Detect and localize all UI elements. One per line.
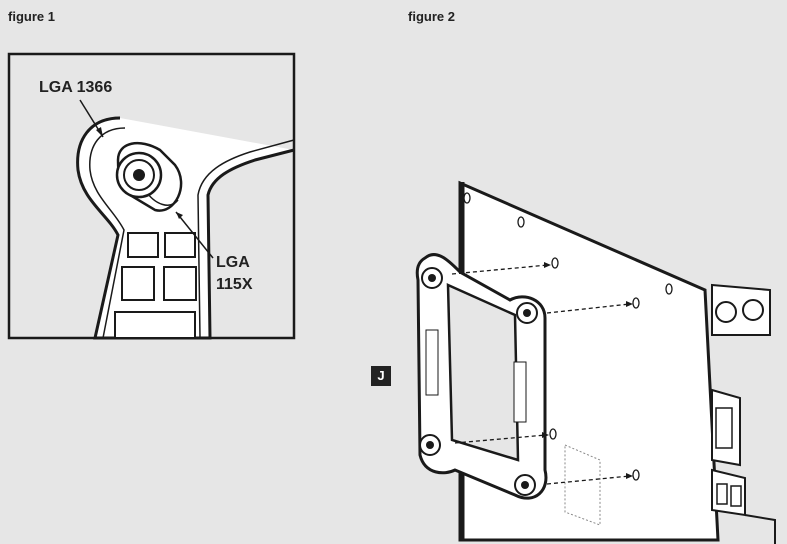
cutout: [121, 266, 155, 301]
figure-2-illustration: [415, 180, 776, 544]
cutout: [163, 266, 197, 301]
board-hole: [665, 283, 673, 295]
callout-lga-1366: LGA 1366: [39, 79, 113, 96]
chip-outline: [564, 444, 601, 526]
board-hole: [549, 428, 557, 440]
bracket-inner-line-2: [197, 139, 295, 339]
figure-2-caption: figure 2: [408, 9, 455, 24]
backplate-pad: [513, 361, 527, 423]
callout-lga-115x-line2: 115X: [216, 276, 253, 293]
alignment-guides: [451, 264, 631, 485]
backplate-pad: [425, 329, 439, 396]
cutout: [164, 232, 196, 258]
board-hole: [632, 297, 640, 309]
backplate-opening: [446, 283, 520, 462]
cutout: [127, 232, 159, 258]
board-hole: [551, 257, 559, 269]
figure-1-illustration: [7, 52, 296, 340]
bracket-screw: [514, 474, 536, 496]
screw-center: [133, 169, 145, 181]
cutout: [114, 311, 196, 339]
step-marker-badge: J: [371, 366, 391, 386]
bracket-screw: [419, 434, 441, 456]
callout-lga-115x-line1: LGA: [216, 254, 250, 271]
bracket-inner-line: [89, 127, 126, 339]
board-hole: [632, 469, 640, 481]
board-hole: [517, 216, 525, 228]
callout-lga-115x: LGA 115X: [216, 252, 276, 296]
board-hole: [463, 192, 471, 204]
callout-line-115x: [175, 211, 214, 259]
figure-1-caption: figure 1: [8, 9, 55, 24]
bracket-screw: [516, 302, 538, 324]
bracket-screw: [421, 267, 443, 289]
